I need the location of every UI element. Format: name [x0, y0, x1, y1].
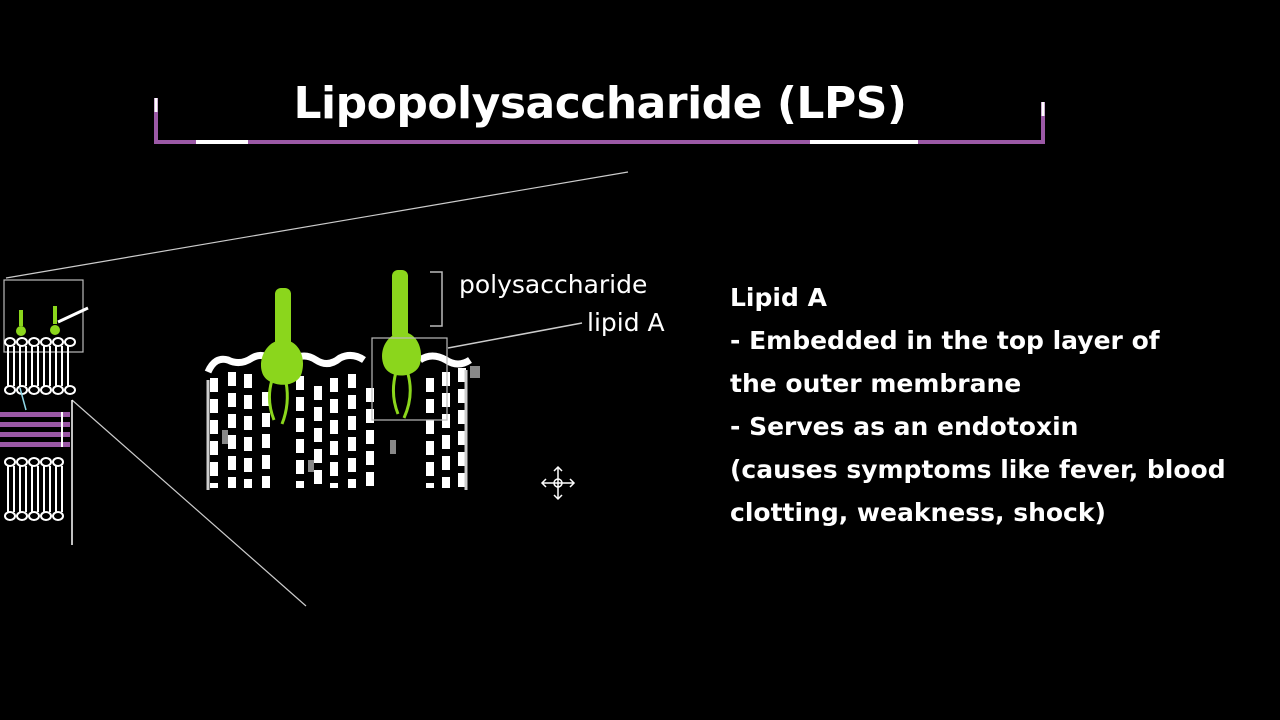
- lps-molecule-1: [260, 288, 304, 425]
- lipid-a-pointer: [447, 322, 583, 349]
- polysaccharide-label: polysaccharide: [459, 270, 648, 299]
- polysaccharide-bracket: [430, 271, 443, 327]
- zoom-line-top: [5, 171, 629, 279]
- lipid-a-info: Lipid A - Embedded in the top layer of t…: [730, 276, 1270, 534]
- page-title: Lipopolysaccharide (LPS): [293, 78, 907, 129]
- info-line: - Embedded in the top layer of: [730, 326, 1160, 355]
- title-bracket: [154, 98, 1045, 144]
- overview-membrane: [0, 279, 89, 545]
- info-line: the outer membrane: [730, 369, 1022, 398]
- lipid-a-box: [371, 337, 448, 421]
- crosshair-move-icon: [540, 465, 576, 501]
- info-line: clotting, weakness, shock): [730, 498, 1106, 527]
- lps-molecule-2: [382, 270, 422, 419]
- zoomed-membrane: [204, 270, 583, 490]
- lipid-a-label: lipid A: [587, 308, 665, 337]
- info-line: - Serves as an endotoxin: [730, 412, 1079, 441]
- info-line: (causes symptoms like fever, blood: [730, 455, 1226, 484]
- zoom-line-bottom: [71, 399, 307, 607]
- info-heading: Lipid A: [730, 283, 827, 312]
